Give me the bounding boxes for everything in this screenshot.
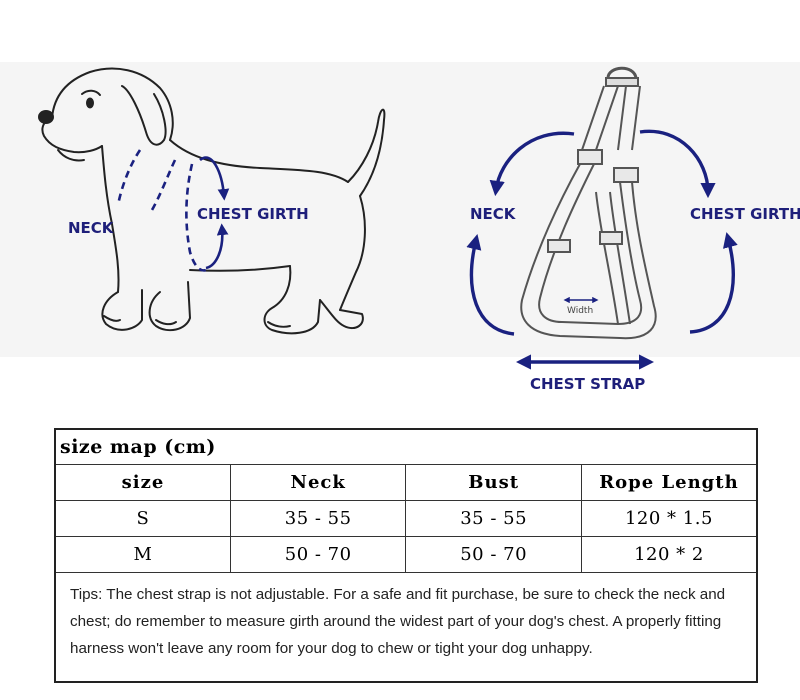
cell-neck: 50 - 70 bbox=[229, 536, 407, 573]
harness-chest-strap-label: CHEST STRAP bbox=[530, 375, 645, 393]
header-bust: Bust bbox=[405, 464, 582, 501]
table-header-row: size Neck Bust Rope Length bbox=[54, 464, 758, 501]
measurement-illustration: NECK CHEST GIRTH NECK CHEST GIRTH CHEST … bbox=[0, 62, 800, 393]
header-size: size bbox=[54, 464, 231, 501]
harness-width-label: Width bbox=[567, 306, 593, 316]
harness-neck-label: NECK bbox=[470, 205, 517, 223]
cell-size: M bbox=[54, 536, 231, 573]
illustration-background bbox=[0, 62, 800, 357]
tips-row: Tips: The chest strap is not adjustable.… bbox=[54, 572, 758, 683]
harness-measure-arrows bbox=[466, 129, 738, 370]
cell-neck: 35 - 55 bbox=[229, 500, 407, 537]
table-title: size map (cm) bbox=[54, 428, 758, 465]
harness-illustration bbox=[520, 66, 657, 340]
table-row: M 50 - 70 50 - 70 120 * 2 bbox=[54, 536, 758, 573]
harness-chest-girth-label: CHEST GIRTH bbox=[690, 205, 800, 223]
cell-rope-length: 120 * 1.5 bbox=[580, 500, 758, 537]
table-title-row: size map (cm) bbox=[54, 428, 758, 465]
dog-illustration bbox=[38, 67, 386, 335]
size-table: size map (cm) size Neck Bust Rope Length… bbox=[54, 428, 758, 683]
cell-bust: 35 - 55 bbox=[405, 500, 582, 537]
cell-rope-length: 120 * 2 bbox=[580, 536, 758, 573]
cell-size: S bbox=[54, 500, 231, 537]
header-neck: Neck bbox=[229, 464, 407, 501]
dog-neck-label: NECK bbox=[68, 219, 115, 237]
header-rope-length: Rope Length bbox=[580, 464, 758, 501]
dog-measure-lines bbox=[116, 149, 230, 272]
right-buckle bbox=[613, 167, 639, 183]
tips-text: Tips: The chest strap is not adjustable.… bbox=[54, 572, 758, 683]
left-buckle bbox=[577, 149, 603, 165]
cell-bust: 50 - 70 bbox=[405, 536, 582, 573]
dog-chest-girth-label: CHEST GIRTH bbox=[197, 205, 309, 223]
table-row: S 35 - 55 35 - 55 120 * 1.5 bbox=[54, 500, 758, 537]
